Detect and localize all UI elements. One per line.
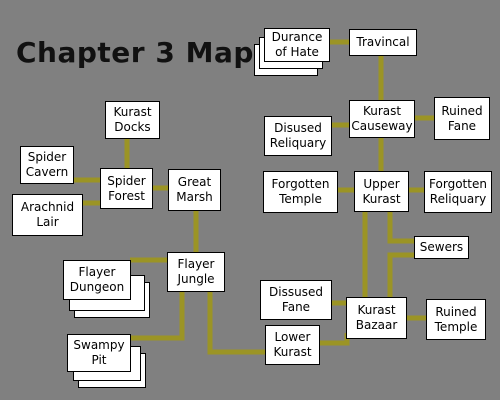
node-flayer-jungle: Flayer Jungle [167,252,225,292]
node-kurast-causeway: Kurast Causeway [349,100,415,138]
node-spider-cavern: Spider Cavern [20,146,74,184]
connector-lower-bazaar [319,333,350,346]
connector-jungle-lower [207,290,266,355]
connector-upper-sewers [387,211,415,244]
node-disused-reliquary: Disused Reliquary [264,116,332,156]
node-sewers: Sewers [414,236,469,259]
node-kurast-docks: Kurast Docks [105,101,160,139]
node-flayer-dungeon: Flayer Dungeon [63,260,131,300]
node-ruined-temple: Ruined Temple [426,299,486,340]
map-title: Chapter 3 Map [16,36,254,69]
node-lower-kurast: Lower Kurast [265,325,320,365]
connector-pit-jungle [130,290,185,341]
node-kurast-bazaar: Kurast Bazaar [346,297,407,339]
node-ruined-fane: Ruined Fane [434,97,490,140]
node-travincal: Travincal [349,29,417,56]
node-forgotten-reliquary: Forgotten Reliquary [424,171,492,213]
node-swampy-pit: Swampy Pit [67,334,131,372]
node-spider-forest: Spider Forest [100,168,153,209]
connector-sewers-bazaar [387,252,415,298]
node-arachnid-lair: Arachnid Lair [12,194,83,236]
node-durance-of-hate: Durance of Hate [264,28,330,62]
node-upper-kurast: Upper Kurast [354,171,409,212]
node-great-marsh: Great Marsh [168,169,221,211]
node-forgotten-temple: Forgotten Temple [263,171,338,213]
node-dissused-fane: Dissused Fane [260,280,332,320]
